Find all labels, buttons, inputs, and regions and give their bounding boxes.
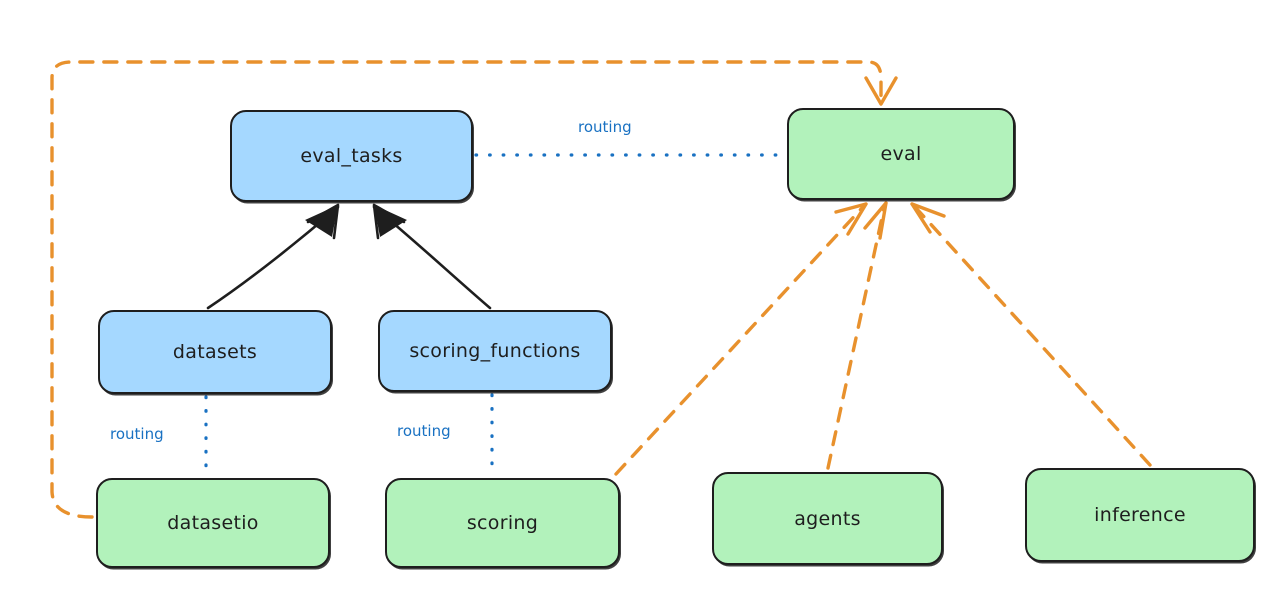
- node-eval[interactable]: eval: [787, 108, 1015, 200]
- node-eval-tasks[interactable]: eval_tasks: [230, 110, 473, 202]
- edge-scoring-functions-to-eval-tasks: [372, 203, 492, 310]
- edge-datasets-to-eval-tasks: [206, 203, 340, 310]
- edge-label-routing-eval-tasks-eval: routing: [578, 118, 632, 136]
- node-agents[interactable]: agents: [712, 472, 943, 565]
- node-label-eval: eval: [880, 143, 922, 165]
- edge-agents-to-eval-dependency: [826, 201, 888, 470]
- node-label-datasets: datasets: [172, 341, 258, 363]
- node-scoring-functions[interactable]: scoring_functions: [378, 310, 612, 392]
- node-label-inference: inference: [1094, 504, 1186, 526]
- edge-inference-to-eval-dependency: [910, 202, 1152, 467]
- node-label-scoring: scoring: [466, 512, 539, 534]
- edge-scoring-to-eval-dependency: [614, 202, 868, 476]
- node-scoring[interactable]: scoring: [385, 478, 620, 568]
- node-inference[interactable]: inference: [1025, 468, 1255, 562]
- node-datasetio[interactable]: datasetio: [96, 478, 330, 568]
- node-label-agents: agents: [794, 507, 861, 530]
- edge-label-routing-datasets-datasetio: routing: [110, 425, 164, 443]
- node-label-eval-tasks: eval_tasks: [300, 145, 403, 167]
- node-label-datasetio: datasetio: [167, 512, 259, 534]
- node-label-scoring-functions: scoring_functions: [409, 340, 581, 362]
- edge-label-routing-scoring-functions-scoring: routing: [397, 422, 451, 440]
- edge-eval-to-datasetio-dependency: [50, 60, 898, 519]
- node-datasets[interactable]: datasets: [98, 310, 332, 394]
